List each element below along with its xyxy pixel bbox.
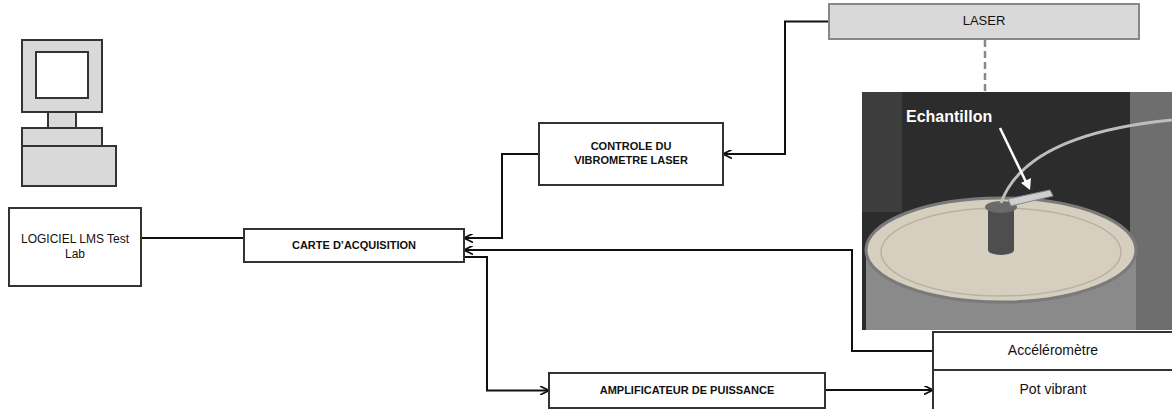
accelerometer-box: Accéléromètre <box>932 331 1172 371</box>
signal-connector <box>724 22 828 155</box>
test-photo <box>862 92 1172 330</box>
signal-connector <box>826 389 932 391</box>
laser-beam <box>984 40 987 92</box>
signal-connector <box>465 257 548 391</box>
node-text: Accéléromètre <box>1008 342 1098 360</box>
node-text: AMPLIFICATEUR DE PUISSANCE <box>600 384 775 398</box>
node-text: LASER <box>963 13 1006 29</box>
acquisition-box: CARTE D’ACQUISITION <box>243 228 465 263</box>
computer-icon <box>22 40 116 186</box>
node-text: CARTE D’ACQUISITION <box>292 239 416 253</box>
software-box: LOGICIEL LMS Test Lab <box>8 207 142 287</box>
laser-box: LASER <box>828 3 1140 40</box>
controller-box: CONTROLE DU VIBROMETRE LASER <box>538 122 724 186</box>
sample-label: Echantillon <box>906 108 992 126</box>
amplifier-box: AMPLIFICATEUR DE PUISSANCE <box>548 372 826 409</box>
signal-connector <box>142 237 243 239</box>
shaker-box: Pot vibrant <box>932 369 1172 409</box>
node-text: Pot vibrant <box>1020 381 1087 399</box>
node-text: LOGICIEL LMS Test Lab <box>20 232 130 262</box>
node-text: CONTROLE DU VIBROMETRE LASER <box>566 140 696 168</box>
signal-connector <box>465 250 932 351</box>
signal-connector <box>465 154 538 238</box>
